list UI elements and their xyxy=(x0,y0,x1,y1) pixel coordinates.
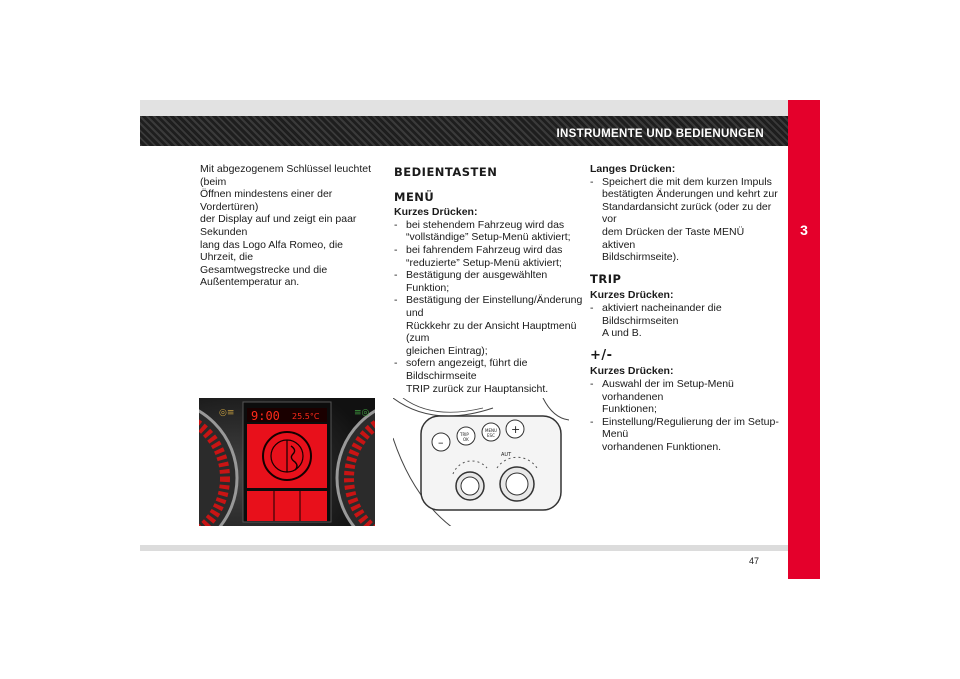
beam-icon: ≡◎ xyxy=(354,408,370,418)
dashboard-illustration: ◎≡ ≡◎ 9:00 25.5°C xyxy=(199,398,375,526)
svg-text:ESC: ESC xyxy=(487,433,495,438)
list-line: aktiviert nacheinander die Bildschirmsei… xyxy=(602,301,722,327)
lamp-icon: ◎≡ xyxy=(219,408,234,418)
controls-column: BEDIENTASTEN MENÜ Kurzes Drücken: bei st… xyxy=(394,166,584,395)
list-item: sofern angezeigt, führt die Bildschirmse… xyxy=(394,357,584,395)
svg-text:MENU: MENU xyxy=(485,428,497,433)
trip-list: aktiviert nacheinander die Bildschirmsei… xyxy=(590,302,780,340)
list-line: “reduzierte” Setup-Menü aktiviert; xyxy=(406,256,562,269)
list-line: Bestätigung der ausgewählten Funktion; xyxy=(406,269,548,294)
svg-text:–: – xyxy=(438,436,444,449)
plusminus-heading: +/- xyxy=(590,347,613,363)
list-line: Speichert die mit dem kurzen Impuls xyxy=(602,175,772,188)
dashboard-display-image: ◎≡ ≡◎ 9:00 25.5°C xyxy=(199,398,375,526)
bottom-rule xyxy=(140,545,788,551)
long-press-label: Langes Drücken: xyxy=(590,163,676,175)
list-line: gleichen Eintrag); xyxy=(406,344,488,357)
trip-button xyxy=(456,426,476,446)
chapter-number: 3 xyxy=(800,222,808,238)
chapter-tab[interactable]: 3 xyxy=(788,100,820,579)
plusminus-list: Auswahl der im Setup-Menü vorhandenen Fu… xyxy=(590,378,780,454)
list-item: Einstellung/Regulierung der im Setup-Men… xyxy=(590,416,780,454)
list-line: bestätigten Änderungen und kehrt zur xyxy=(602,188,778,201)
plus-button xyxy=(505,419,525,439)
aut-label: AUT xyxy=(501,452,512,458)
intro-line: Gesamtwegstrecke und die Außentemperatur… xyxy=(200,263,328,289)
intro-line: Öffnen mindestens einer der Vordertüren) xyxy=(200,188,333,213)
list-item: Bestätigung der Einstellung/Änderung und… xyxy=(394,294,584,357)
page-number: 47 xyxy=(749,556,760,566)
intro-column: Mit abgezogenem Schlüssel leuchtet (beim… xyxy=(200,163,382,289)
list-item: Bestätigung der ausgewählten Funktion; xyxy=(394,269,584,294)
list-line: vorhandenen Funktionen. xyxy=(602,440,722,453)
list-line: Rückkehr zu der Ansicht Hauptmenü (zum xyxy=(406,319,577,345)
list-line: A und B. xyxy=(602,327,642,340)
control-panel-image: – TRIP OK MENU ESC + AUT xyxy=(393,398,569,526)
list-line: “vollständige” Setup-Menü aktiviert; xyxy=(406,231,571,244)
svg-text:+: + xyxy=(511,423,520,436)
short-press-label: Kurzes Drücken: xyxy=(590,365,674,378)
intro-line: der Display auf und zeigt ein paar Sekun… xyxy=(200,213,357,238)
menu-long-list: Speichert die mit dem kurzen Impuls best… xyxy=(590,176,780,264)
svg-text:TRIP: TRIP xyxy=(459,432,469,437)
clock-readout: 9:00 xyxy=(251,409,280,423)
section-heading: BEDIENTASTEN xyxy=(394,165,498,179)
list-item: bei fahrendem Fahrzeug wird das “reduzie… xyxy=(394,244,584,269)
menu-button xyxy=(481,422,501,442)
alfa-romeo-logo xyxy=(262,431,312,481)
intro-line: lang das Logo Alfa Romeo, die Uhrzeit, d… xyxy=(200,238,344,264)
header-top-strip xyxy=(140,100,788,116)
list-line: bei stehendem Fahrzeug wird das xyxy=(406,218,565,231)
list-line: sofern angezeigt, führt die Bildschirmse… xyxy=(406,357,528,382)
list-item: bei stehendem Fahrzeug wird das “vollstä… xyxy=(394,219,584,244)
menu-short-list: bei stehendem Fahrzeug wird das “vollstä… xyxy=(394,219,584,395)
menu-heading: MENÜ xyxy=(394,189,435,204)
list-item: aktiviert nacheinander die Bildschirmsei… xyxy=(590,302,780,340)
left-gauge xyxy=(199,409,239,526)
list-line: Bestätigung der Einstellung/Änderung und xyxy=(406,294,583,319)
trip-heading: TRIP xyxy=(590,271,622,286)
list-line: dem Drücken der Taste MENÜ aktiven xyxy=(602,225,745,251)
minus-button xyxy=(431,432,451,452)
control-panel-illustration: – TRIP OK MENU ESC + AUT xyxy=(393,398,569,526)
intro-line: Mit abgezogenem Schlüssel leuchtet (beim xyxy=(200,163,372,188)
list-line: Standardansicht zurück (oder zu der vor xyxy=(602,200,772,226)
header-title: INSTRUMENTE UND BEDIENUNGEN xyxy=(556,128,764,140)
short-press-label: Kurzes Drücken: xyxy=(394,206,478,219)
short-press-label: Kurzes Drücken: xyxy=(590,289,674,302)
list-line: Funktionen; xyxy=(602,403,657,416)
svg-text:OK: OK xyxy=(463,437,469,442)
list-item: Speichert die mit dem kurzen Impuls best… xyxy=(590,176,780,264)
right-gauge xyxy=(335,409,375,526)
list-line: Auswahl der im Setup-Menü vorhandenen xyxy=(602,377,734,403)
list-line: TRIP zurück zur Hauptansicht. xyxy=(406,382,549,395)
temperature-readout: 25.5°C xyxy=(292,412,320,421)
list-line: Bildschirmseite). xyxy=(602,251,680,264)
list-line: Einstellung/Regulierung der im Setup-Men… xyxy=(602,415,779,441)
press-column: Langes Drücken: Speichert die mit dem ku… xyxy=(590,163,780,453)
list-line: bei fahrendem Fahrzeug wird das xyxy=(406,243,563,256)
list-item: Auswahl der im Setup-Menü vorhandenen Fu… xyxy=(590,378,780,416)
